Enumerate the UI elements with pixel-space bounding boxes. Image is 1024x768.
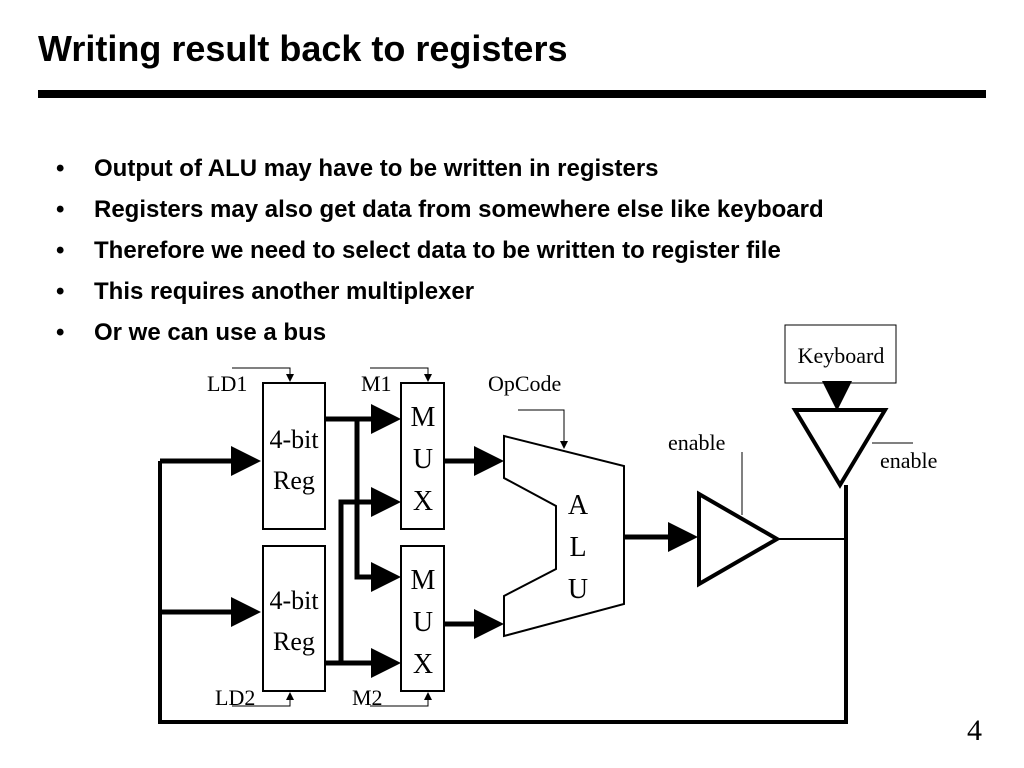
reg1-to-mux2-bus — [354, 419, 401, 592]
bullet-item: • Or we can use a bus — [56, 318, 824, 359]
bullet-item: • This requires another multiplexer — [56, 277, 824, 318]
keyboard-buffer-enable-label: enable — [880, 448, 937, 473]
alu-shape — [503, 434, 625, 638]
bullet-item: • Therefore we need to select data to be … — [56, 236, 824, 277]
ld1-label: LD1 — [207, 371, 247, 396]
ld2-control-line — [232, 692, 294, 707]
mux-top: M U X — [400, 382, 445, 530]
bullet-text: This requires another multiplexer — [94, 278, 475, 305]
keyboard-tristate-buffer — [791, 408, 889, 489]
mux-bottom-letter-u: U — [413, 607, 433, 638]
keyboard: Keyboard — [784, 324, 897, 384]
register-bottom-label-1: 4-bit — [269, 586, 319, 615]
keyboard-box — [784, 324, 897, 384]
slide-title: Writing result back to registers — [38, 28, 568, 69]
alu-letter-l: L — [569, 532, 586, 563]
bullet-text: Registers may also get data from somewhe… — [94, 196, 824, 223]
feedback-bus — [158, 461, 848, 724]
bullet-dot: • — [56, 155, 65, 182]
mux-top-letter-x: X — [413, 486, 433, 517]
mux-bottom-letter-x: X — [413, 649, 433, 680]
keyboard-label: Keyboard — [798, 343, 885, 368]
bullet-dot: • — [56, 319, 65, 346]
bullet-item: • Output of ALU may have to be written in… — [56, 154, 824, 195]
alu: A L U — [503, 434, 625, 638]
register-top-label-1: 4-bit — [269, 425, 319, 454]
bullet-text: Therefore we need to select data to be w… — [94, 237, 781, 264]
mux-top-letter-u: U — [413, 444, 433, 475]
register-top-label-2: Reg — [273, 466, 315, 495]
m1-label: M1 — [361, 371, 392, 396]
register-top: 4-bit Reg — [262, 382, 326, 530]
mux-bottom: M U X — [400, 545, 445, 692]
bullet-dot: • — [56, 237, 65, 264]
opcode-label: OpCode — [488, 371, 561, 396]
register-bottom: 4-bit Reg — [262, 545, 326, 692]
ld1-control-line — [232, 367, 294, 382]
alu-letter-u: U — [568, 574, 588, 605]
alu-buffer-enable-label: enable — [668, 430, 725, 455]
reg2-to-mux1-bus — [338, 487, 401, 663]
mux-top-letter-m: M — [411, 402, 436, 433]
bullet-text: Output of ALU may have to be written in … — [94, 155, 659, 182]
mux-bottom-box — [400, 545, 445, 692]
bullet-dot: • — [56, 278, 65, 305]
bullet-list: • Output of ALU may have to be written in… — [56, 154, 824, 359]
register-top-box — [262, 382, 326, 530]
alu-letter-a: A — [568, 490, 589, 521]
alu-tristate-buffer — [697, 490, 782, 588]
bullet-text: Or we can use a bus — [94, 319, 327, 346]
title-underline — [38, 90, 986, 98]
mux-top-box — [400, 382, 445, 530]
register-bottom-box — [262, 545, 326, 692]
page-number: 4 — [967, 714, 982, 747]
bullet-item: • Registers may also get data from somewh… — [56, 195, 824, 236]
bullet-dot: • — [56, 196, 65, 223]
opcode-control-line — [518, 409, 568, 449]
m1-control-line — [370, 367, 432, 382]
register-bottom-label-2: Reg — [273, 627, 315, 656]
mux-bottom-letter-m: M — [411, 565, 436, 596]
m2-control-line — [370, 692, 432, 707]
